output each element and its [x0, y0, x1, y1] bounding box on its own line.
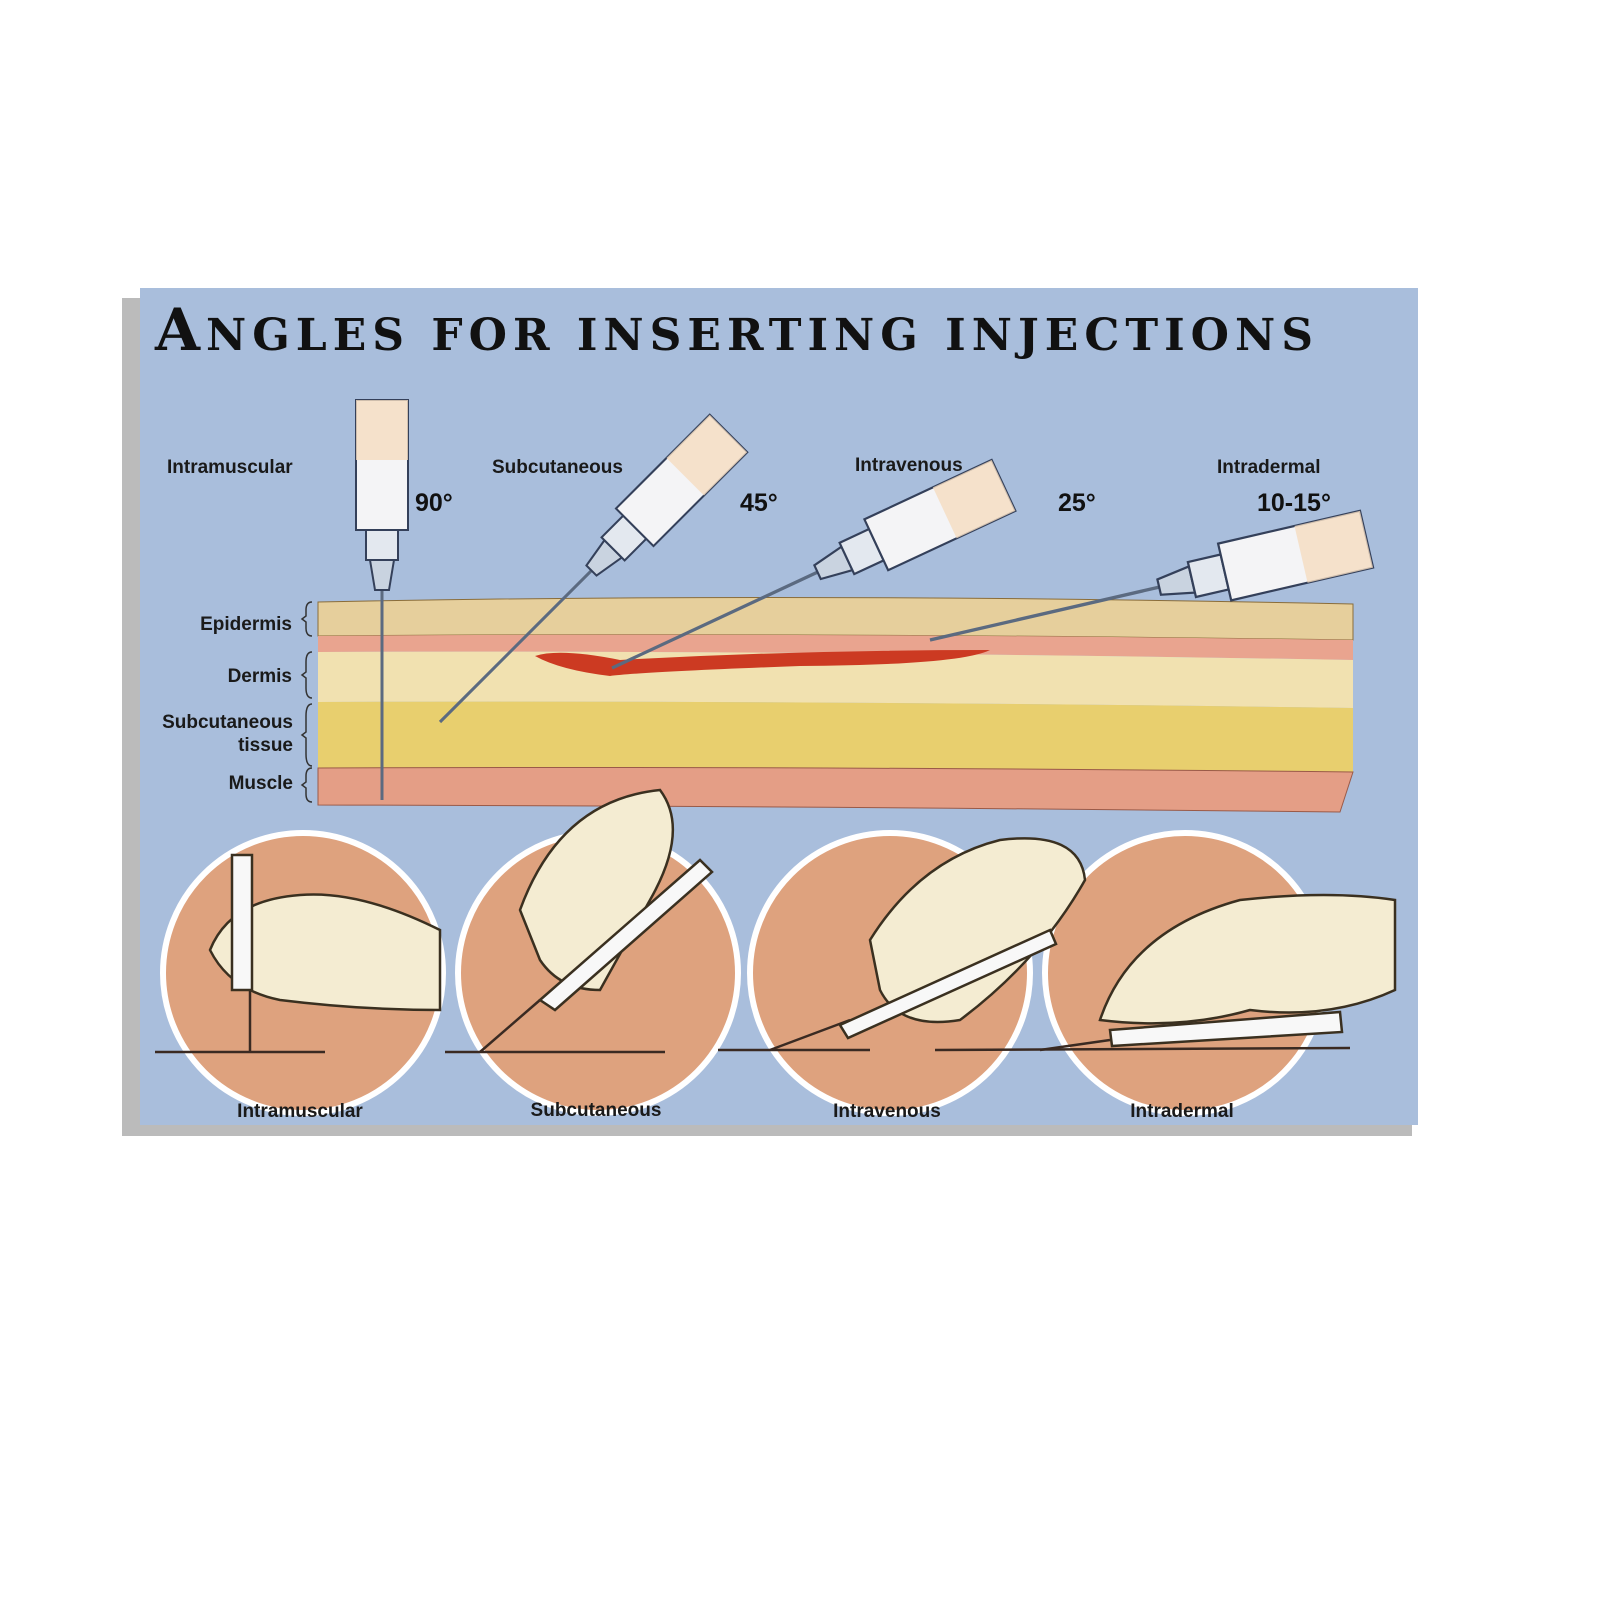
skin-cross-section	[317, 596, 1354, 813]
subcutaneous-layer	[318, 701, 1353, 772]
bottom-label-subcutaneous: Subcutaneous	[531, 1100, 662, 1121]
vein	[535, 650, 990, 676]
bottom-label-intramuscular: Intramuscular	[237, 1101, 363, 1122]
label-tissue: tissue	[238, 735, 293, 756]
angle-intravenous: 25°	[1058, 489, 1096, 517]
hand-intradermal	[1098, 893, 1397, 1025]
label-muscle: Muscle	[229, 773, 293, 794]
label-subcutaneous: Subcutaneous	[162, 712, 293, 733]
hand-intramuscular	[208, 893, 442, 1012]
label-epidermis: Epidermis	[200, 614, 292, 635]
epidermis-layer	[317, 596, 1354, 641]
label-intravenous-top: Intravenous	[855, 455, 963, 476]
label-dermis: Dermis	[228, 666, 292, 687]
layer-braces	[300, 601, 313, 803]
angle-intradermal: 10-15°	[1257, 489, 1331, 517]
small-syringe-intradermal	[1108, 1010, 1344, 1048]
small-syringe-intramuscular	[230, 853, 254, 992]
label-intramuscular: Intramuscular	[167, 457, 293, 478]
bottom-label-intradermal: Intradermal	[1130, 1101, 1233, 1122]
small-syringe-subcutaneous	[537, 858, 714, 1012]
label-subcutaneous-top: Subcutaneous	[492, 457, 623, 478]
hand-intravenous	[868, 837, 1087, 1024]
poster-title: ANGLES FOR INSERTING INJECTIONS	[154, 296, 1319, 364]
angle-intramuscular: 90°	[415, 489, 453, 517]
small-syringe-intravenous	[838, 928, 1058, 1040]
muscle-layer	[317, 767, 1354, 813]
bottom-label-intravenous: Intravenous	[833, 1101, 941, 1122]
label-intradermal-top: Intradermal	[1217, 457, 1320, 478]
angle-subcutaneous: 45°	[740, 489, 778, 517]
technique-circles	[155, 788, 1397, 1116]
dermis-band	[318, 634, 1353, 660]
